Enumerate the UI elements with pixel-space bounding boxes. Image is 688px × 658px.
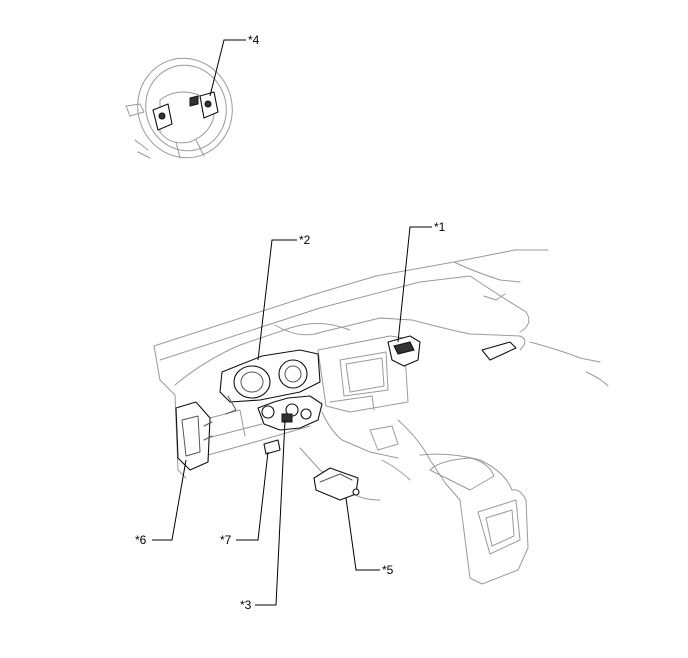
part-1-unit xyxy=(387,335,421,367)
part-2-combination-meter xyxy=(219,349,321,415)
leader-line-6 xyxy=(152,459,187,541)
part-7-connector xyxy=(263,439,281,455)
vehicle-dashboard-icon xyxy=(153,249,609,585)
leader-line-5 xyxy=(345,497,380,571)
leader-line-4 xyxy=(209,39,246,97)
callout-5: *5 xyxy=(382,563,394,577)
callout-4: *4 xyxy=(248,33,260,47)
callout-2: *2 xyxy=(299,233,311,247)
leader-line-7 xyxy=(236,451,269,541)
leader-line-2 xyxy=(257,239,297,361)
steering-wheel-icon xyxy=(125,57,233,159)
part-3-column-assembly xyxy=(257,395,323,431)
leader-line-3 xyxy=(255,419,286,606)
callout-3: *3 xyxy=(240,598,252,612)
leader-line-1 xyxy=(397,226,432,343)
callout-1: *1 xyxy=(434,220,446,234)
callout-6: *6 xyxy=(135,533,147,547)
part-6-ecu xyxy=(175,401,213,471)
callout-7: *7 xyxy=(220,533,232,547)
part-5-airbag-sensor xyxy=(313,467,360,501)
